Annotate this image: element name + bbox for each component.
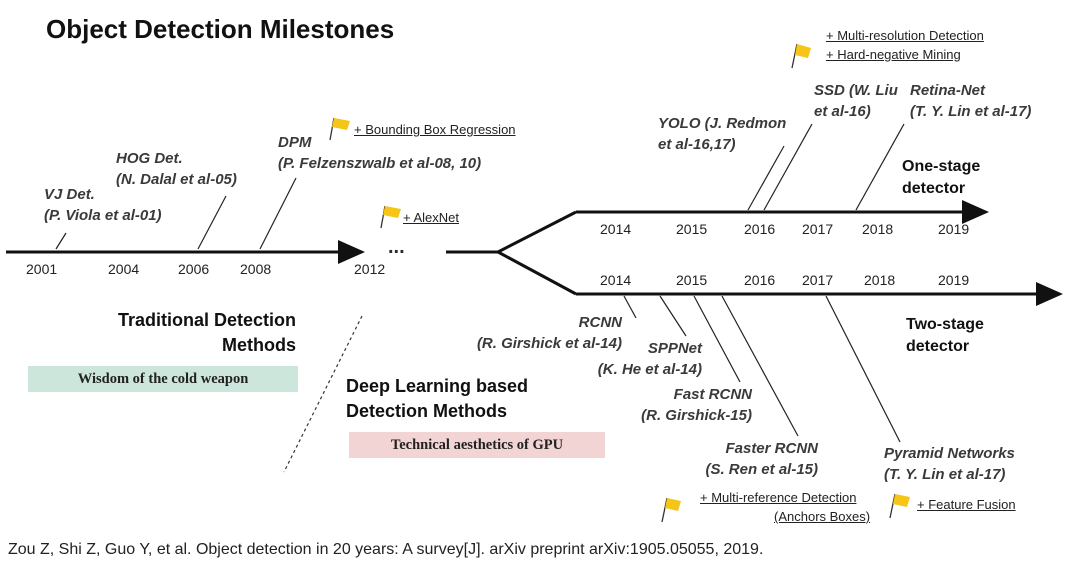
year-label: 2014 [600,221,632,237]
year-label: 2015 [676,221,708,237]
branch-up [497,210,577,254]
alexnet-note: + AlexNet [403,210,460,225]
year-label: 2019 [938,272,970,288]
faster-rcnn-label: Faster RCNN(S. Ren et al-15) [705,440,818,478]
deep-learning-banner: Technical aesthetics of GPU [349,432,605,458]
dpm-leader [259,177,297,250]
ellipsis: ... [388,236,405,258]
flag-icon [661,497,681,523]
year-label: 2004 [108,261,140,277]
hard-negative-note: + Hard-negative Mining [826,47,961,62]
flag-icon [791,43,811,69]
fpn-label: Pyramid Networks(T. Y. Lin et al-17) [884,445,1015,483]
dpm-label: DPM(P. Felzenszwalb et al-08, 10) [278,134,482,172]
fastrcnn-leader [693,295,741,383]
fasterrcnn-leader [721,295,799,437]
hog-leader [197,195,227,250]
vj-det-label: VJ Det.(P. Viola et al-01) [44,186,162,224]
rcnn-label: RCNN(R. Girshick et al-14) [476,314,622,352]
year-label: 2012 [354,261,386,277]
yolo-leader [747,145,785,211]
year-label: 2017 [802,272,834,288]
multi-reference-note: + Multi-reference Detection [700,490,857,505]
era-divider [283,315,363,473]
year-label: 2016 [744,221,776,237]
year-label: 2019 [938,221,970,237]
year-label: 2006 [178,261,210,277]
year-label: 2018 [864,272,896,288]
feature-fusion-note: + Feature Fusion [917,497,1016,512]
multi-resolution-note: + Multi-resolution Detection [826,28,984,43]
year-label: 2001 [26,261,58,277]
retina-leader [855,123,905,211]
year-label: 2015 [676,272,708,288]
ssd-leader [763,123,813,211]
bbox-regression-note: + Bounding Box Regression [354,122,516,137]
flag-icon [329,117,350,141]
flag-icon [889,493,910,519]
year-label: 2018 [862,221,894,237]
sppnet-leader [659,295,687,337]
retina-net-label: Retina-Net(T. Y. Lin et al-17) [910,82,1032,120]
year-label: 2017 [802,221,834,237]
flag-icon [380,205,401,229]
branch-down [497,250,577,296]
hog-det-label: HOG Det.(N. Dalal et al-05) [116,150,237,188]
fast-rcnn-label: Fast RCNN(R. Girshick-15) [641,386,752,424]
traditional-banner: Wisdom of the cold weapon [28,366,298,392]
sppnet-label: SPPNet(K. He et al-14) [597,340,702,378]
page-title: Object Detection Milestones [46,14,395,44]
rcnn-leader [623,295,637,319]
anchor-boxes-note: (Anchors Boxes) [774,509,871,524]
fpn-leader [825,295,901,443]
citation: Zou Z, Shi Z, Guo Y, et al. Object detec… [8,541,764,558]
year-label: 2014 [600,272,632,288]
year-label: 2008 [240,261,272,277]
year-label: 2016 [744,272,776,288]
vj-leader [55,232,67,250]
